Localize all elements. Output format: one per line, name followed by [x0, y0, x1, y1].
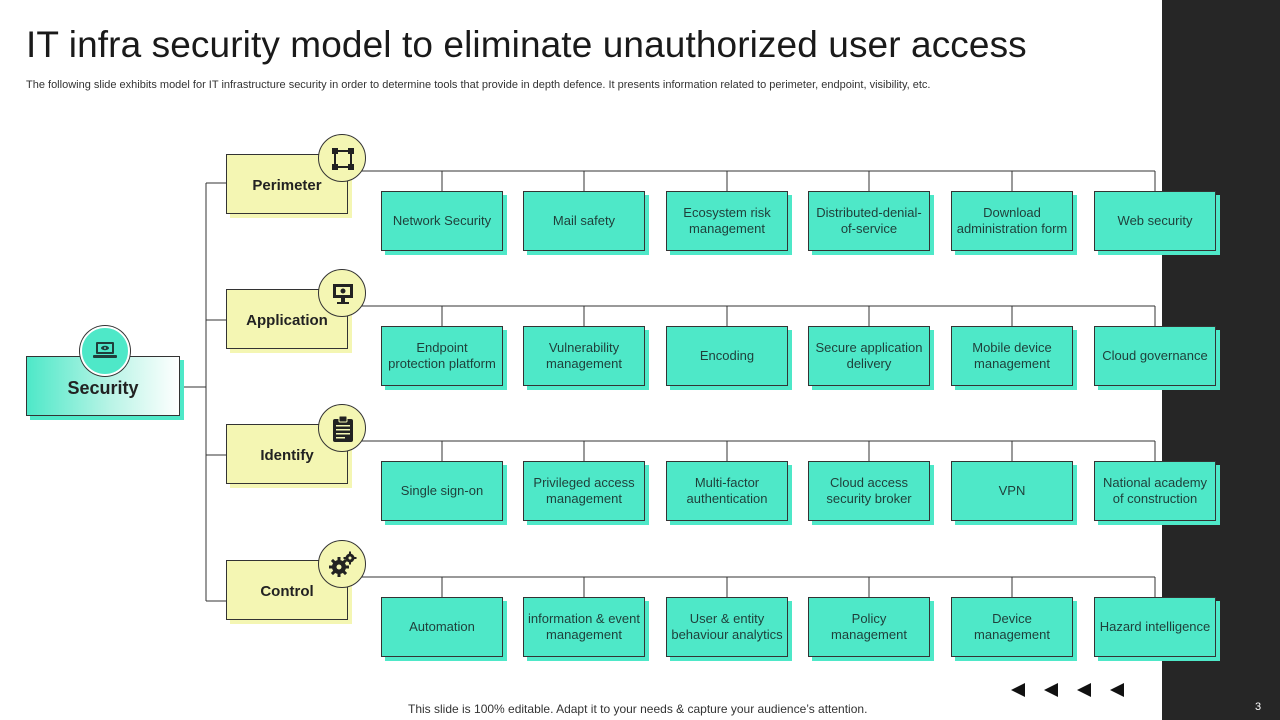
- leaf-node: National academy of construction: [1094, 461, 1216, 521]
- leaf-node: Web security: [1094, 191, 1216, 251]
- leaf-node: Mobile device management: [951, 326, 1073, 386]
- leaf-node: Network Security: [381, 191, 503, 251]
- leaf-node: Single sign-on: [381, 461, 503, 521]
- leaf-node: Hazard intelligence: [1094, 597, 1216, 657]
- category-label: Perimeter: [252, 177, 322, 194]
- root-node-security: Security: [26, 356, 180, 416]
- leaf-node: Vulnerability management: [523, 326, 645, 386]
- footer-note: This slide is 100% editable. Adapt it to…: [408, 702, 868, 716]
- nav-prev-icon-2[interactable]: [1043, 682, 1059, 698]
- nav-prev-icon-4[interactable]: [1109, 682, 1125, 698]
- gears-icon: [318, 540, 366, 588]
- leaf-node: Automation: [381, 597, 503, 657]
- leaf-node: Privileged access management: [523, 461, 645, 521]
- leaf-node: Endpoint protection platform: [381, 326, 503, 386]
- page-subtitle: The following slide exhibits model for I…: [26, 79, 931, 91]
- root-node-label: Security: [67, 378, 139, 398]
- nav-prev-icon-3[interactable]: [1076, 682, 1092, 698]
- leaf-node: Mail safety: [523, 191, 645, 251]
- monitor-icon: [318, 269, 366, 317]
- nav-prev-icon-1[interactable]: [1010, 682, 1026, 698]
- clipboard-icon: [318, 404, 366, 452]
- category-label: Identify: [260, 447, 314, 464]
- page-number: 3: [1254, 701, 1262, 713]
- leaf-node: VPN: [951, 461, 1073, 521]
- leaf-node: Download administration form: [951, 191, 1073, 251]
- leaf-node: information & event management: [523, 597, 645, 657]
- leaf-node: Cloud governance: [1094, 326, 1216, 386]
- laptop-icon: [80, 326, 130, 376]
- frame-icon: [318, 134, 366, 182]
- leaf-node: Secure application delivery: [808, 326, 930, 386]
- category-label: Application: [246, 312, 328, 329]
- leaf-node: Policy management: [808, 597, 930, 657]
- leaf-node: Encoding: [666, 326, 788, 386]
- page-title: IT infra security model to eliminate una…: [26, 24, 1027, 65]
- leaf-node: User & entity behaviour analytics: [666, 597, 788, 657]
- category-label: Control: [260, 583, 314, 600]
- leaf-node: Multi-factor authentication: [666, 461, 788, 521]
- leaf-node: Ecosystem risk management: [666, 191, 788, 251]
- leaf-node: Cloud access security broker: [808, 461, 930, 521]
- leaf-node: Distributed-denial-of-service: [808, 191, 930, 251]
- leaf-node: Device management: [951, 597, 1073, 657]
